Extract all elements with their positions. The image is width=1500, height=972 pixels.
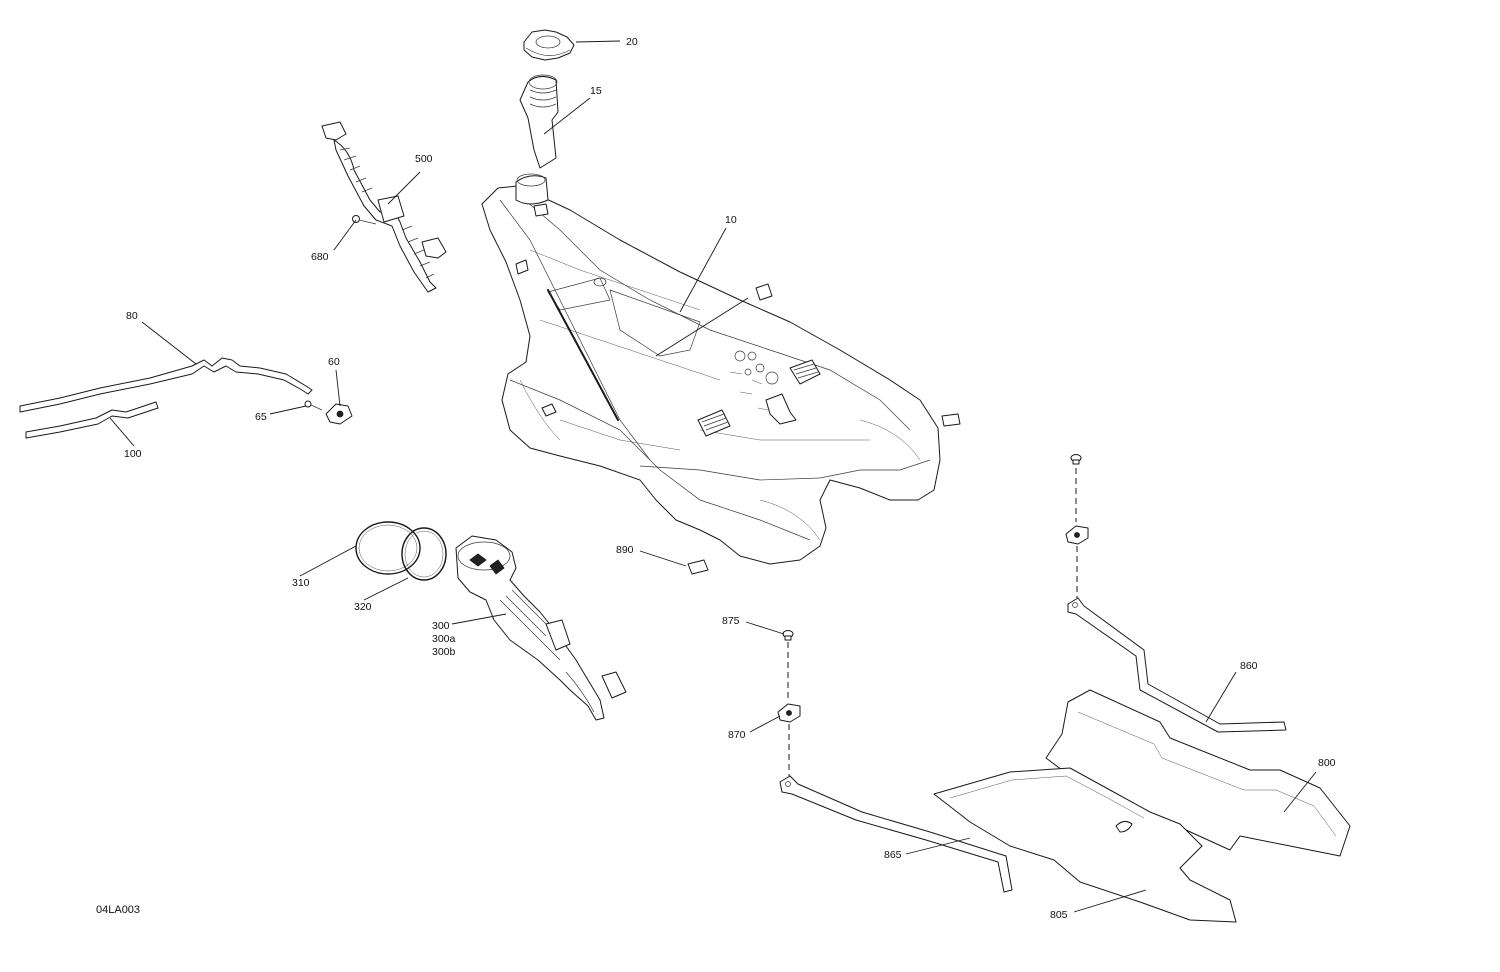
callout-320: 320 [354,601,372,613]
part-680-bolt [352,215,377,225]
bracket-860-fasteners [1065,454,1089,545]
callout-860: 860 [1240,660,1258,672]
callout-300b: 300b [432,646,456,658]
callout-805: 805 [1050,909,1068,921]
callout-310: 310 [292,577,310,589]
part-10-fuel-tank [481,173,941,565]
callout-65: 65 [255,411,267,423]
part-865-strap [779,775,1013,893]
callout-15: 15 [590,85,602,97]
part-60-connector [325,403,353,425]
assembly-axes [787,468,1078,778]
callout-875: 875 [722,615,740,627]
part-805-heat-shield [933,767,1237,923]
leader-lines [109,40,1317,913]
callout-300a: 300a [432,633,456,645]
part-300-fuel-pump [455,535,627,721]
part-310-retaining-ring [355,521,421,575]
callout-870: 870 [728,729,746,741]
callout-865: 865 [884,849,902,861]
part-875-bolt [782,630,794,641]
part-65-clip [304,400,323,411]
callout-10: 10 [725,214,737,226]
part-100-fuel-line [25,401,159,439]
part-15-filler-neck [519,74,559,169]
pad-top [755,283,773,301]
part-860-strap [1067,597,1287,733]
drawing-reference-code: 04LA003 [96,904,140,916]
pad-right [941,413,961,427]
part-870-nut-plate [777,703,801,723]
part-890-pad [687,559,709,575]
callout-890: 890 [616,544,634,556]
callout-80: 80 [126,310,138,322]
callout-labels: 20 15 10 500 680 80 60 65 100 310 320 30… [124,36,1336,921]
part-80-fuel-line [19,357,313,413]
callout-20: 20 [626,36,638,48]
callout-680: 680 [311,251,329,263]
part-20-filler-cap [523,29,575,61]
tank-pads [755,283,961,427]
callout-100: 100 [124,448,142,460]
part-320-gasket [401,527,447,581]
callout-60: 60 [328,356,340,368]
part-500-vent-hose [321,121,447,293]
callout-800: 800 [1318,757,1336,769]
callout-500: 500 [415,153,433,165]
callout-300: 300 [432,620,450,632]
